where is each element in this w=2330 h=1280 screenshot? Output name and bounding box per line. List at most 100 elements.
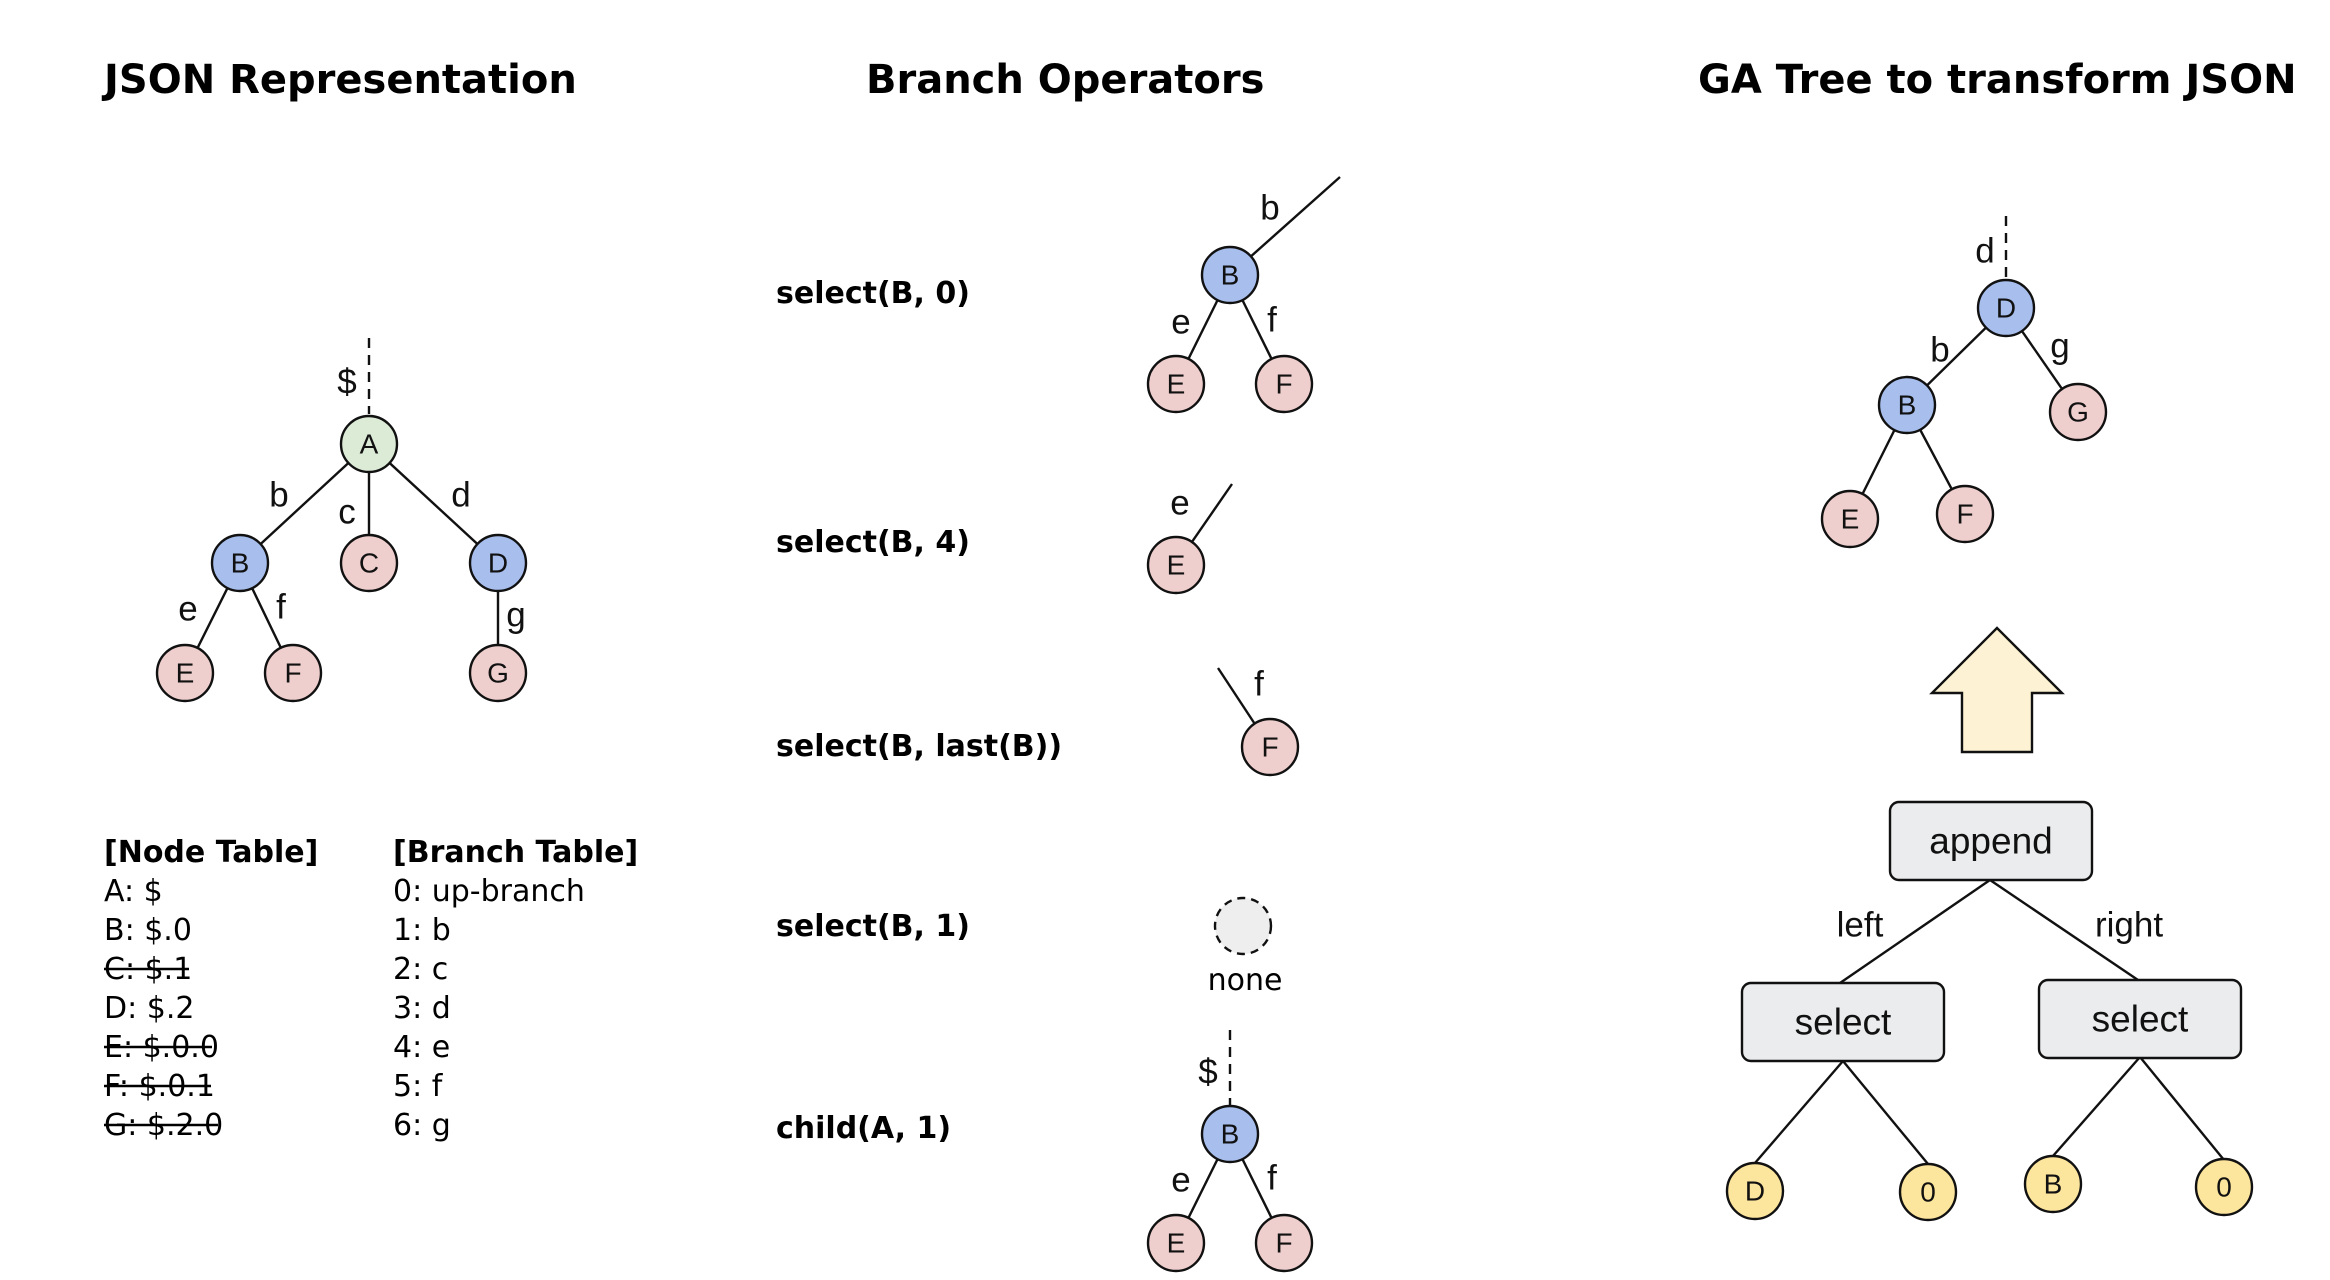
- branch-table: [Branch Table] 0: up-branch 1: b 2: c 3:…: [393, 835, 638, 1143]
- node-table-row: B: $.0: [104, 913, 192, 948]
- json-root-label: $: [337, 363, 356, 402]
- node-f: [1254, 1213, 1314, 1273]
- select-node-left: [1740, 981, 1946, 1063]
- ga-edge: [2139, 1056, 2225, 1161]
- edge-label-e: e: [1171, 1161, 1190, 1200]
- node-e-label: E: [1167, 369, 1186, 400]
- edge-label-e: e: [1171, 303, 1190, 342]
- json-tree: $ b c d e f g A B C D E F G: [155, 338, 528, 703]
- none-label: none: [1208, 963, 1283, 998]
- node-table-row: A: $: [104, 874, 163, 909]
- branch-table-row: 6: g: [393, 1108, 451, 1143]
- up-branch-label: f: [1254, 665, 1264, 704]
- ga-edge-right: [1989, 879, 2139, 981]
- operator-label: select(B, 0): [776, 276, 970, 311]
- edge-label-g: g: [2050, 327, 2069, 366]
- ga-edge: [2052, 1056, 2141, 1157]
- node-d-label: D: [1996, 293, 2016, 324]
- edge-label-e: e: [178, 590, 197, 629]
- edge-label-b: b: [269, 476, 288, 515]
- edge-label-f: f: [276, 588, 286, 627]
- node-f: [1240, 717, 1300, 777]
- node-e-label: E: [1167, 1228, 1186, 1259]
- node-b: [1877, 375, 1937, 435]
- node-g-label: G: [487, 658, 509, 689]
- operator-label: child(A, 1): [776, 1111, 951, 1146]
- json-representation-title: JSON Representation: [101, 57, 577, 103]
- node-a: [339, 414, 399, 474]
- node-e-label: E: [176, 658, 195, 689]
- node-g: [2048, 382, 2108, 442]
- edge-a-d: [368, 443, 499, 564]
- branch-table-row: 1: b: [393, 913, 451, 948]
- node-f-label: F: [1275, 1228, 1292, 1259]
- node-d-label: D: [488, 548, 508, 579]
- node-e: [1146, 1213, 1206, 1273]
- result-tree: d b g D B G E F: [1820, 216, 2108, 549]
- arg-node-0: [1898, 1162, 1958, 1222]
- node-e-label: E: [1841, 504, 1860, 535]
- ga-right-label: right: [2095, 906, 2163, 945]
- node-table-row: D: $.2: [104, 991, 194, 1026]
- node-f: [1935, 484, 1995, 544]
- edge-label-g: g: [506, 596, 525, 635]
- node-g-label: G: [2067, 397, 2089, 428]
- node-f: [1254, 354, 1314, 414]
- node-b: [1200, 1104, 1260, 1164]
- ga-edge: [1842, 1060, 1929, 1165]
- operator-select-b-last: select(B, last(B)) f F: [776, 665, 1300, 777]
- branch-table-row: 5: f: [393, 1069, 444, 1104]
- branch-table-row: 2: c: [393, 952, 448, 987]
- node-table-header: [Node Table]: [104, 835, 318, 870]
- node-a-label: A: [360, 429, 379, 460]
- select-node-right: [2037, 978, 2243, 1060]
- arg-node-0-label: 0: [1920, 1177, 1936, 1208]
- node-f-label: F: [1956, 499, 1973, 530]
- arg-node-b-label: B: [2044, 1169, 2063, 1200]
- node-e: [1146, 535, 1206, 595]
- node-b-label: B: [231, 548, 250, 579]
- arg-node-d-label: D: [1745, 1176, 1765, 1207]
- node-d: [468, 533, 528, 593]
- edge-label-b: b: [1930, 331, 1949, 370]
- edge-label-f: f: [1267, 301, 1277, 340]
- node-d: [1976, 278, 2036, 338]
- edge-label-d: d: [451, 476, 470, 515]
- node-e: [1820, 489, 1880, 549]
- node-c: [339, 533, 399, 593]
- node-b-label: B: [1221, 1119, 1240, 1150]
- up-branch-label: $: [1198, 1053, 1217, 1092]
- select-node-left-label: select: [1795, 1002, 1892, 1043]
- node-f: [263, 643, 323, 703]
- ga-left-label: left: [1837, 906, 1884, 945]
- append-node: [1888, 800, 2094, 882]
- edge-a-b: [239, 443, 370, 564]
- arg-node-b: [2023, 1154, 2083, 1214]
- operator-select-b-1: select(B, 1) none: [776, 896, 1283, 998]
- node-e: [1146, 354, 1206, 414]
- node-f-label: F: [1275, 369, 1292, 400]
- branch-table-row: 3: d: [393, 991, 451, 1026]
- operator-select-b-0: select(B, 0) b e f B E F: [776, 176, 1341, 414]
- ga-edge-left: [1839, 879, 1991, 984]
- arg-node-d: [1725, 1161, 1785, 1221]
- operator-label: select(B, last(B)): [776, 729, 1062, 764]
- operator-child-a-1: child(A, 1) $ e f B E F: [776, 1030, 1314, 1273]
- branch-operators-title: Branch Operators: [866, 57, 1264, 103]
- operator-label: select(B, 4): [776, 525, 970, 560]
- node-f-label: F: [284, 658, 301, 689]
- append-node-label: append: [1929, 821, 2052, 862]
- ga-tree: left right append select select D 0 B 0: [1725, 800, 2254, 1222]
- node-c-label: C: [359, 548, 379, 579]
- node-table: [Node Table] A: $ B: $.0 C: $.1 D: $.2 E…: [104, 835, 318, 1143]
- node-b-label: B: [1898, 390, 1917, 421]
- edge-label-f: f: [1267, 1159, 1277, 1198]
- branch-table-header: [Branch Table]: [393, 835, 638, 870]
- edge-label-c: c: [338, 493, 356, 532]
- arg-node-0: [2194, 1157, 2254, 1217]
- transform-arrow-icon: [1929, 626, 2065, 754]
- arg-node-0-label: 0: [2216, 1172, 2232, 1203]
- node-f-label: F: [1261, 732, 1278, 763]
- branch-table-row: 4: e: [393, 1030, 450, 1065]
